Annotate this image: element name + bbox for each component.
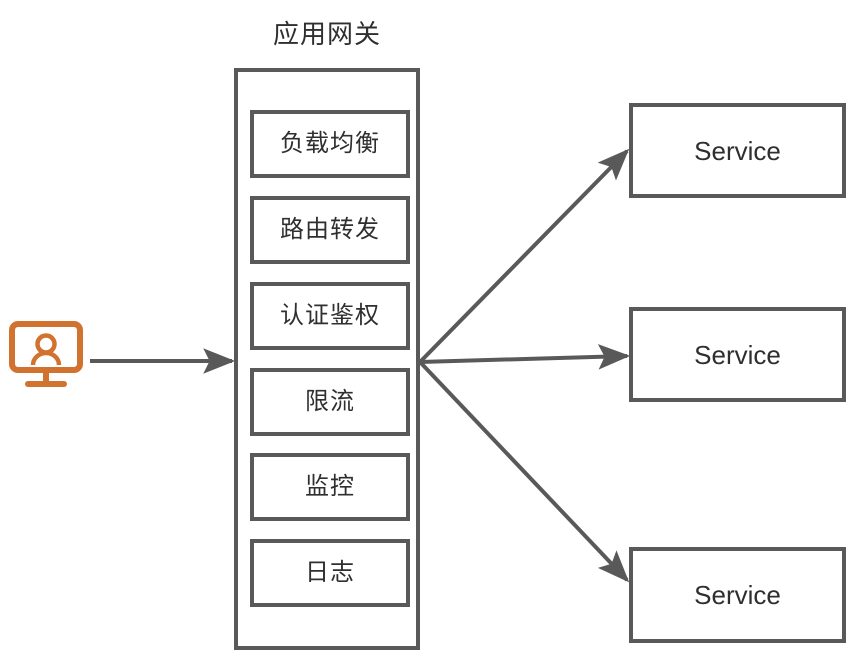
gateway-feature-label: 路由转发 [280, 216, 380, 243]
gateway-feature-label: 限流 [305, 388, 355, 415]
gateway-feature-authentication[interactable]: 认证鉴权 [250, 282, 410, 350]
client-node [8, 320, 84, 392]
service-label: Service [694, 580, 781, 610]
gateway-feature-label: 监控 [305, 473, 355, 500]
gateway-title: 应用网关 [272, 19, 381, 49]
gateway-feature-label: 认证鉴权 [280, 302, 380, 329]
service-node-2[interactable]: Service [629, 307, 846, 402]
gateway-feature-load-balancing[interactable]: 负载均衡 [250, 110, 410, 178]
connector-gateway-to-service-3 [418, 360, 630, 583]
service-node-3[interactable]: Service [629, 547, 846, 643]
connector-gateway-to-service-2 [419, 344, 631, 370]
service-node-1[interactable]: Service [629, 103, 846, 198]
gateway-feature-logging[interactable]: 日志 [250, 539, 410, 607]
user-monitor-icon [9, 321, 83, 387]
gateway-feature-monitoring[interactable]: 监控 [250, 453, 410, 521]
gateway-feature-label: 负载均衡 [280, 130, 380, 157]
service-label: Service [694, 339, 781, 370]
gateway-feature-label: 日志 [305, 559, 355, 586]
gateway-feature-routing[interactable]: 路由转发 [250, 196, 410, 264]
service-label: Service [694, 135, 781, 166]
gateway-feature-rate-limiting[interactable]: 限流 [250, 368, 410, 436]
connector-gateway-to-service-1 [418, 148, 630, 364]
